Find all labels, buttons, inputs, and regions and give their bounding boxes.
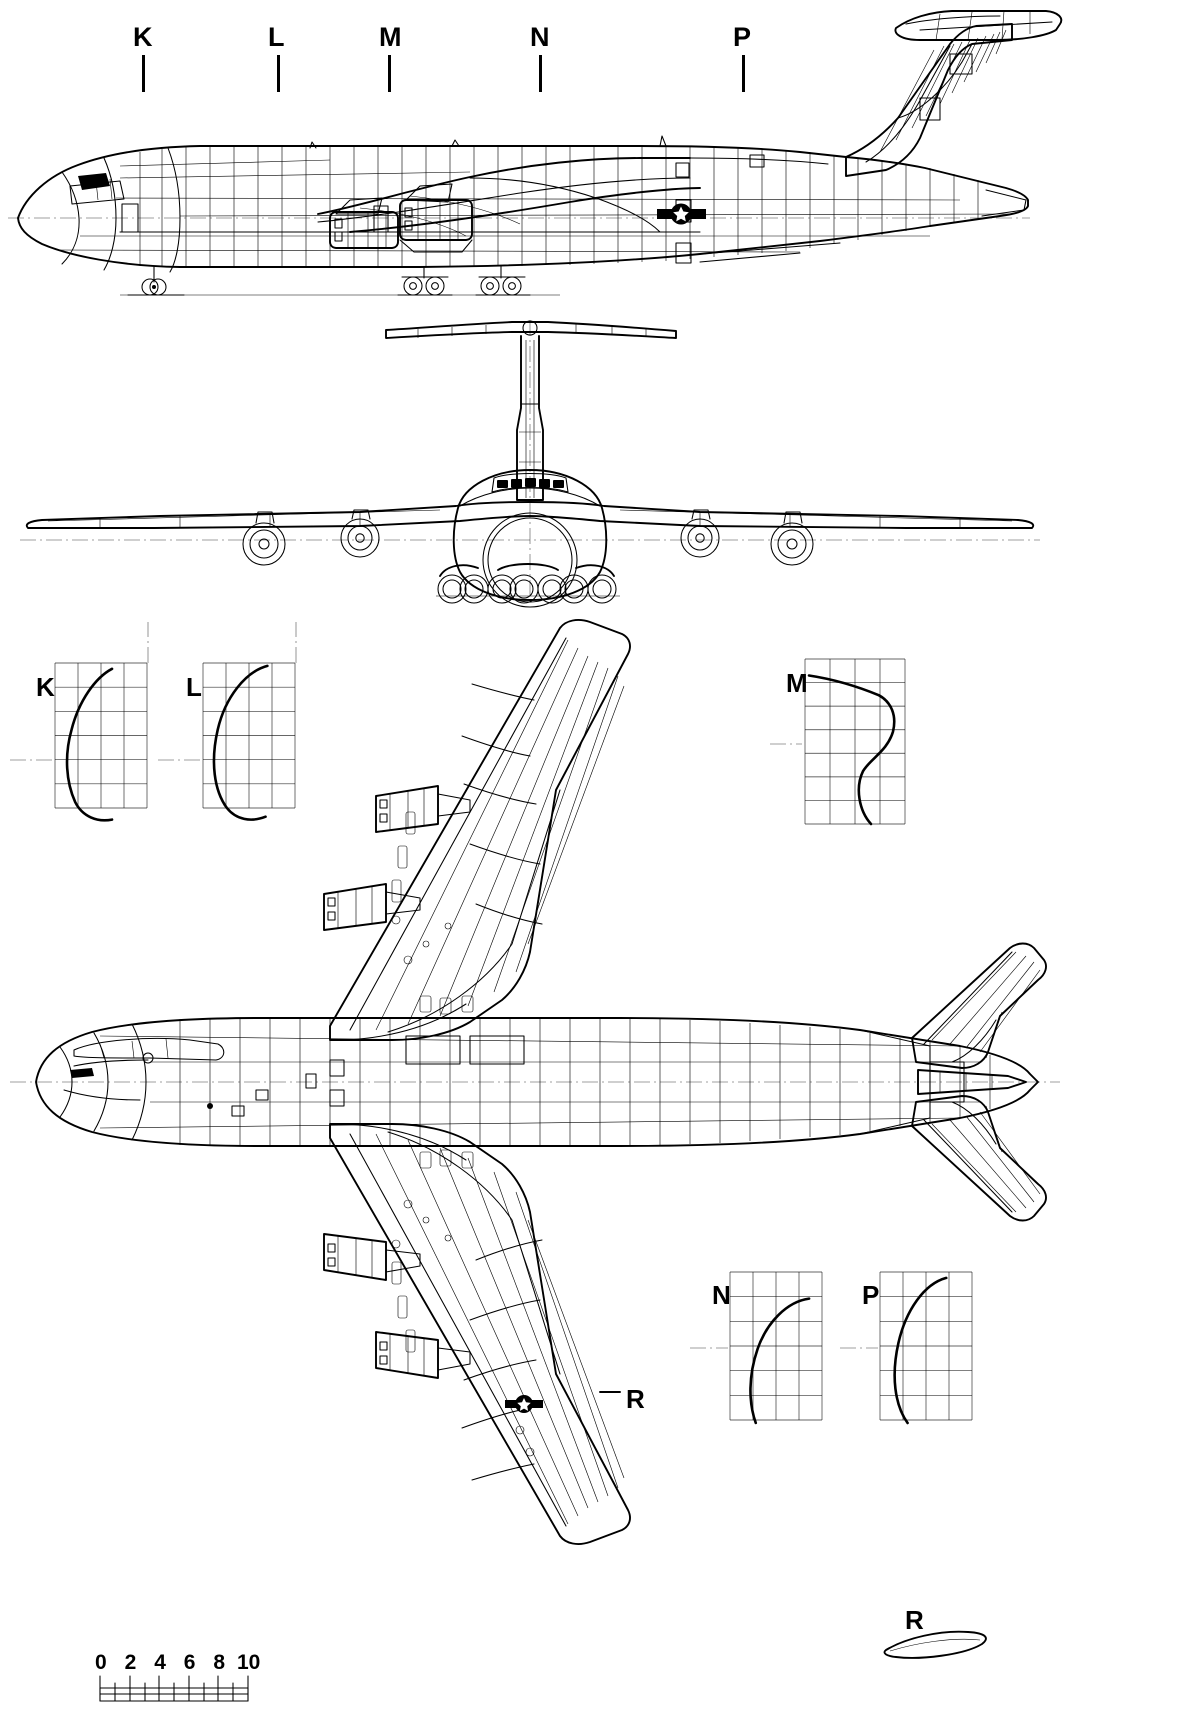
section-contour-k bbox=[65, 667, 114, 822]
section-grid-k bbox=[54, 662, 148, 822]
section-grid-p bbox=[879, 1271, 973, 1425]
engine-inboard-side bbox=[399, 183, 473, 253]
station-tick-k bbox=[142, 55, 145, 92]
section-profiles-layer bbox=[54, 658, 973, 1425]
callout-label-r-leader: R bbox=[626, 1384, 645, 1414]
side-view-group bbox=[8, 10, 1063, 296]
section-profile-label-l: L bbox=[186, 672, 202, 702]
engine-plan-upper-outboard bbox=[323, 883, 421, 931]
main-gear-bay-plan bbox=[329, 1059, 345, 1107]
section-profile-label-k: K bbox=[36, 672, 55, 702]
station-label-m: M bbox=[379, 22, 402, 52]
section-contour-m bbox=[807, 674, 896, 826]
scale-tick-label-2: 2 bbox=[124, 1651, 137, 1674]
scale-tick-label-6: 6 bbox=[183, 1651, 196, 1674]
engine-outboard-side bbox=[329, 197, 399, 249]
engines-front bbox=[242, 509, 814, 566]
main-gear-front bbox=[436, 563, 620, 604]
engine-plan-lower-inboard bbox=[375, 1331, 471, 1379]
plan-view-group bbox=[10, 619, 1060, 1545]
usaf-star-and-bar-icon bbox=[657, 203, 706, 225]
nose-landing-gear-side bbox=[127, 266, 185, 296]
section-grid-n bbox=[729, 1271, 823, 1425]
main-landing-gear-side bbox=[397, 265, 531, 296]
section-leader-lines bbox=[10, 622, 878, 1349]
section-grid-m bbox=[804, 658, 906, 826]
station-tick-n bbox=[539, 55, 542, 92]
station-label-n: N bbox=[530, 22, 550, 52]
station-tick-p bbox=[742, 55, 745, 92]
callout-label-r-section: R bbox=[905, 1605, 924, 1635]
engine-plan-upper-inboard bbox=[375, 785, 471, 833]
scale-tick-label-10: 10 bbox=[237, 1651, 261, 1674]
scale-tick-label-4: 4 bbox=[154, 1651, 166, 1674]
station-tick-m bbox=[388, 55, 391, 92]
section-contour-l bbox=[212, 664, 269, 821]
engine-plan-lower-outboard bbox=[323, 1233, 421, 1281]
front-view-group bbox=[20, 320, 1040, 608]
station-label-l: L bbox=[268, 22, 285, 52]
station-label-k: K bbox=[133, 22, 153, 52]
station-tick-l bbox=[277, 55, 280, 92]
section-contour-n bbox=[749, 1297, 811, 1425]
section-contour-p bbox=[893, 1276, 948, 1425]
section-grid-l bbox=[202, 662, 296, 821]
usaf-star-and-bar-plan bbox=[505, 1395, 543, 1413]
section-profile-label-m: M bbox=[786, 668, 808, 698]
scale-tick-label-0: 0 bbox=[95, 1651, 107, 1674]
scale-tick-label-8: 8 bbox=[213, 1651, 226, 1674]
r-airfoil-section bbox=[883, 1630, 987, 1659]
section-profile-label-p: P bbox=[862, 1280, 880, 1310]
scale-bar-graphic bbox=[99, 1675, 249, 1702]
section-profile-label-n: N bbox=[712, 1280, 731, 1310]
station-label-p: P bbox=[733, 22, 752, 52]
